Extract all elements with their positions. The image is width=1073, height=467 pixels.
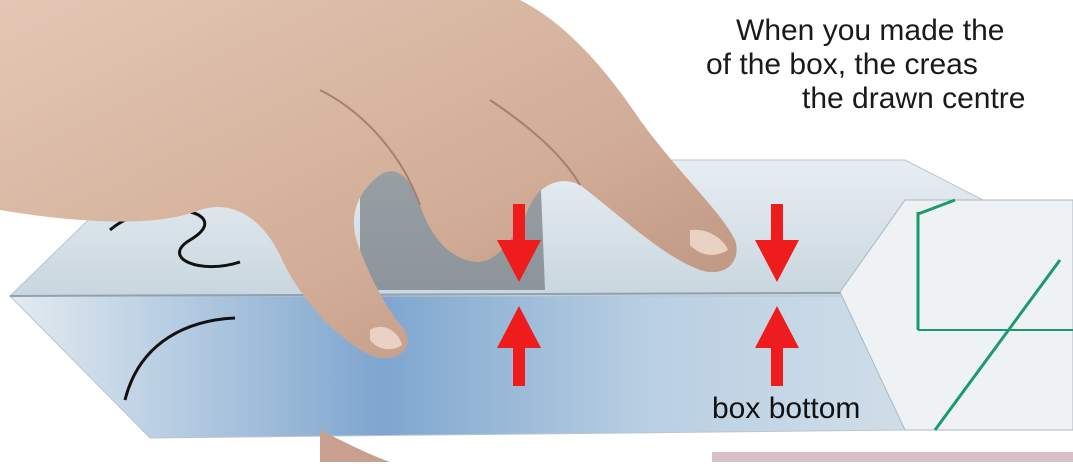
object-edge-bottom [712,452,1073,462]
caption-line-1: When you made the [736,14,1073,48]
caption-line-2: of the box, the creas [706,48,1073,82]
box-bottom-label: box bottom [712,392,860,426]
caption-line-3: the drawn centre [736,82,1073,116]
instruction-caption: When you made the of the box, the creas … [736,14,1073,116]
